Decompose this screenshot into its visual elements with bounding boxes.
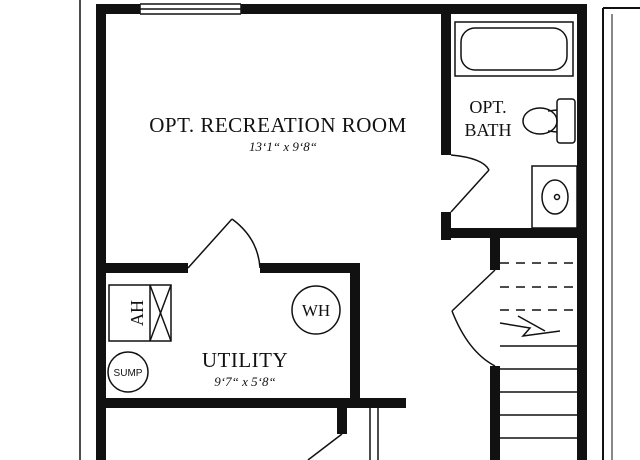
- air-handler: [108, 284, 172, 342]
- sump-label: SUMP: [114, 368, 143, 379]
- bath-sink: [531, 165, 578, 229]
- bathtub: [454, 21, 574, 77]
- recreation-room-dims: 13‘1“ x 9‘8“: [249, 139, 317, 154]
- utility-room-name: UTILITY: [202, 348, 288, 372]
- recreation-room-name: OPT. RECREATION ROOM: [149, 113, 407, 137]
- outer-edge-lines: [79, 0, 640, 460]
- utility-room-dims: 9‘7“ x 5‘8“: [214, 374, 275, 389]
- window: [139, 3, 242, 15]
- stairs: [499, 262, 577, 439]
- air-handler-label: AH: [127, 300, 147, 326]
- walls: [96, 4, 587, 460]
- toilet: [522, 98, 576, 144]
- sump-icon: [107, 351, 149, 393]
- water-heater-label: WH: [302, 301, 330, 320]
- water-heater-icon: [291, 285, 341, 335]
- bath-label-line1: OPT.: [469, 97, 506, 117]
- bath-label-line2: BATH: [464, 120, 511, 140]
- door-swings: [187, 154, 496, 460]
